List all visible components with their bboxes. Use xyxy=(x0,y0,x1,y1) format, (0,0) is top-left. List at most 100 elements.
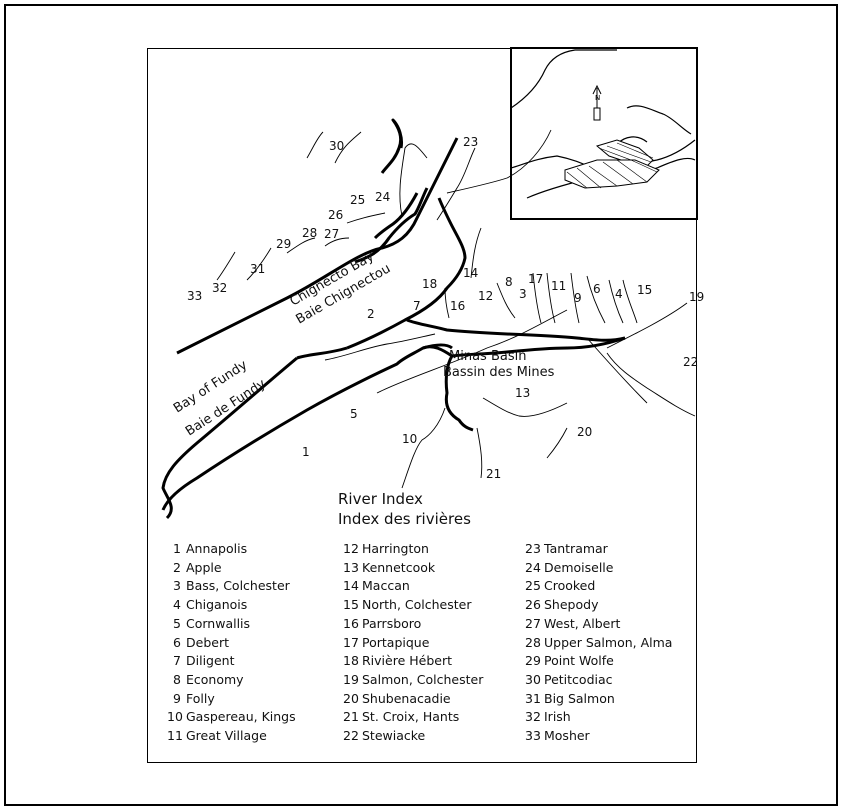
river-index-number: 24 xyxy=(525,559,541,575)
river-number-30: 30 xyxy=(329,139,344,153)
river-index-number: 23 xyxy=(525,541,541,556)
river-index-number: 29 xyxy=(525,653,541,669)
river-number-33: 33 xyxy=(187,289,202,303)
river-index-number: 30 xyxy=(525,671,541,687)
river-index-name: Diligent xyxy=(186,653,235,669)
river-number-19: 19 xyxy=(689,290,704,304)
river-index-number: 32 xyxy=(525,709,541,725)
river-index-name: Demoiselle xyxy=(544,559,614,575)
river-index-name: Bass, Colchester xyxy=(186,578,290,594)
river-index-name: Annapolis xyxy=(186,541,248,556)
river-index-number: 28 xyxy=(525,634,541,650)
river-index-name: Cornwallis xyxy=(186,615,251,631)
river-number-13: 13 xyxy=(515,386,530,400)
bassin-des-mines-label: Bassin des Mines xyxy=(443,365,555,380)
river-number-7: 7 xyxy=(413,299,421,313)
river-index-number: 17 xyxy=(343,634,359,650)
river-index-number: 11 xyxy=(167,728,183,744)
river-index-number: 2 xyxy=(173,559,181,575)
river-index-number: 5 xyxy=(173,615,181,631)
river-index-number: 10 xyxy=(167,709,183,725)
minas-basin-label: Minas Basin xyxy=(449,349,526,364)
river-index-name: Tantramar xyxy=(544,541,608,556)
river-number-18: 18 xyxy=(422,277,437,291)
river-index-title: River Index Index des rivières xyxy=(338,489,471,529)
river-number-labels: 1 2 3 4 5 6 7 8 9 10 11 12 13 14 15 16 1… xyxy=(187,135,704,481)
river-number-32: 32 xyxy=(212,281,227,295)
river-index-title-fr: Index des rivières xyxy=(338,510,471,528)
river-number-9: 9 xyxy=(574,291,582,305)
river-index-name: Debert xyxy=(186,634,229,650)
river-number-3: 3 xyxy=(519,287,527,301)
river-index-number: 8 xyxy=(173,671,181,687)
north-arrow-label: N xyxy=(595,94,600,102)
river-index-name: Upper Salmon, Alma xyxy=(544,634,673,650)
river-number-31: 31 xyxy=(250,262,265,276)
river-index-name: Folly xyxy=(186,690,215,706)
river-index-number: 21 xyxy=(343,709,359,725)
river-number-28: 28 xyxy=(302,226,317,240)
river-number-8: 8 xyxy=(505,275,513,289)
river-index-name: Maccan xyxy=(362,578,410,594)
river-number-1: 1 xyxy=(302,445,310,459)
river-index-name: Gaspereau, Kings xyxy=(186,709,296,725)
river-index-number: 3 xyxy=(173,578,181,594)
river-index-name: Rivière Hébert xyxy=(362,653,453,669)
river-index-name: Mosher xyxy=(544,728,590,744)
river-index-number: 18 xyxy=(343,653,359,669)
river-number-20: 20 xyxy=(577,425,592,439)
river-index-number: 14 xyxy=(343,578,359,594)
river-index-name: St. Croix, Hants xyxy=(362,709,460,725)
river-number-16: 16 xyxy=(450,299,465,313)
river-number-14: 14 xyxy=(463,266,478,280)
river-number-17: 17 xyxy=(528,272,543,286)
river-index-name: Irish xyxy=(544,709,571,725)
river-index-name: Salmon, Colchester xyxy=(362,671,484,687)
river-number-29: 29 xyxy=(276,237,291,251)
river-index-number: 6 xyxy=(173,634,181,650)
river-index-number: 20 xyxy=(343,690,359,706)
river-number-21: 21 xyxy=(486,467,501,481)
river-number-11: 11 xyxy=(551,279,566,293)
river-index-number: 12 xyxy=(343,541,359,556)
river-index-name: Great Village xyxy=(186,728,267,744)
river-index-number: 4 xyxy=(173,597,181,613)
river-number-24: 24 xyxy=(375,190,390,204)
river-number-15: 15 xyxy=(637,283,652,297)
river-number-12: 12 xyxy=(478,289,493,303)
river-index-number: 7 xyxy=(173,653,181,669)
river-index-title-en: River Index xyxy=(338,490,423,508)
river-index-name: Parrsboro xyxy=(362,615,422,631)
inset-locator-map: N xyxy=(510,47,698,220)
map-panel xyxy=(147,48,697,763)
river-number-22: 22 xyxy=(683,355,698,369)
river-index-number: 31 xyxy=(525,690,541,706)
river-index-entry: 3 Bass, Colchester xyxy=(167,577,296,596)
river-index-name: Kennetcook xyxy=(362,559,436,575)
river-index-name: Portapique xyxy=(362,634,430,650)
river-index-name: Crooked xyxy=(544,578,596,594)
river-index-entry: 7 Diligent xyxy=(167,652,296,671)
river-number-25: 25 xyxy=(350,193,365,207)
